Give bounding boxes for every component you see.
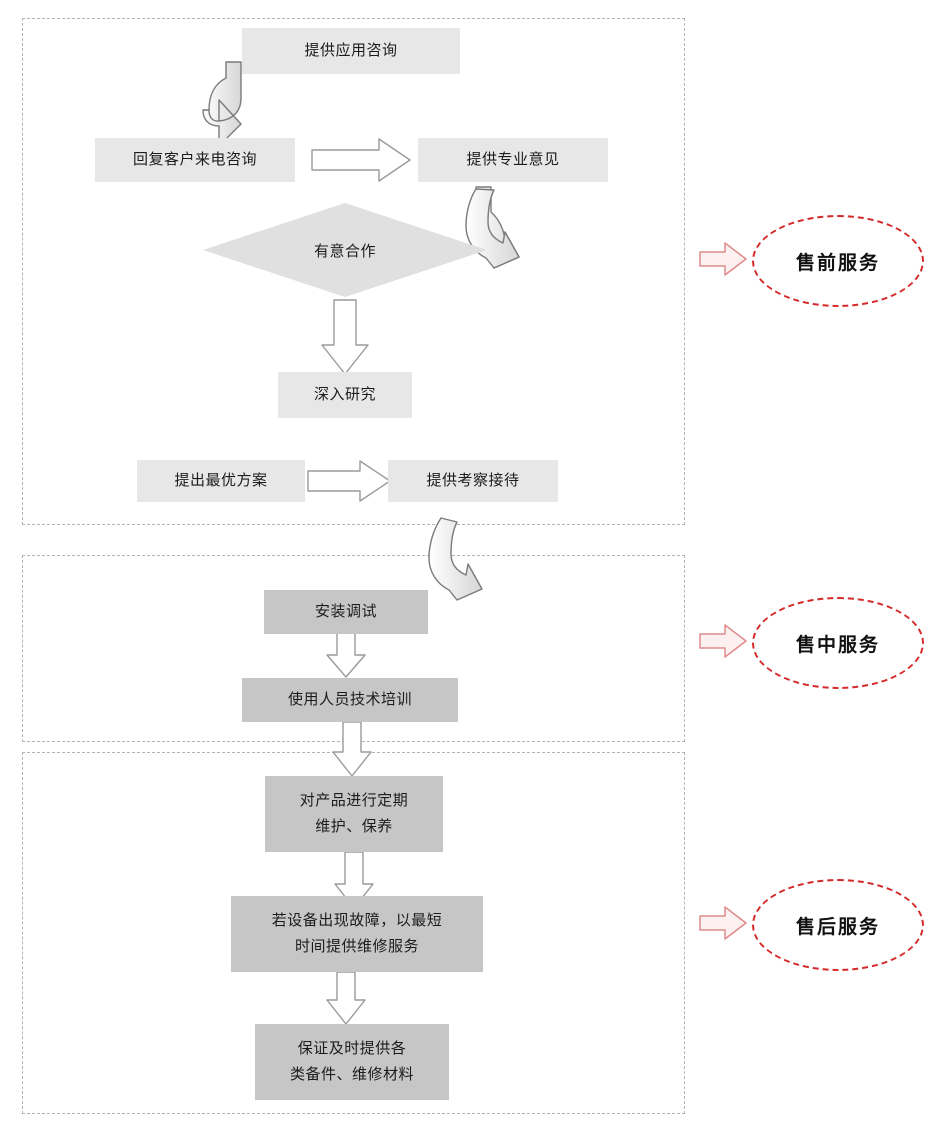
- node-in-depth-research[interactable]: 深入研究: [278, 372, 412, 418]
- node-timely-spare-parts-supply[interactable]: 保证及时提供各 类备件、维修材料: [255, 1024, 449, 1100]
- node-installation-and-commissioning[interactable]: 安装调试: [264, 590, 428, 634]
- node-propose-optimal-solution[interactable]: 提出最优方案: [137, 460, 305, 502]
- callout-right-arrow-icon: [699, 624, 747, 658]
- callout-in-sales[interactable]: 售中服务: [752, 597, 924, 689]
- callout-right-arrow-icon: [699, 906, 747, 940]
- callout-pre-sales[interactable]: 售前服务: [752, 215, 924, 307]
- node-periodic-maintenance[interactable]: 对产品进行定期 维护、保养: [265, 776, 443, 852]
- node-provide-application-consultation[interactable]: 提供应用咨询: [242, 28, 460, 74]
- callout-right-arrow-icon: [699, 242, 747, 276]
- node-operator-technical-training[interactable]: 使用人员技术培训: [242, 678, 458, 722]
- decision-label: 有意合作: [313, 242, 376, 260]
- callout-pre-sales-label: 售前服务: [795, 252, 880, 274]
- node-fast-repair-service[interactable]: 若设备出现故障，以最短 时间提供维修服务: [231, 896, 483, 972]
- node-provide-site-visit-reception[interactable]: 提供考察接待: [388, 460, 558, 502]
- section-container-pre-sales: [22, 18, 685, 525]
- node-reply-customer-call-consultation[interactable]: 回复客户来电咨询: [95, 138, 295, 182]
- callout-after-sales-label: 售后服务: [795, 916, 880, 938]
- callout-in-sales-label: 售中服务: [795, 634, 880, 656]
- node-provide-professional-advice[interactable]: 提供专业意见: [418, 138, 608, 182]
- node-decision-intent-to-cooperate[interactable]: 有意合作: [203, 203, 487, 297]
- callout-after-sales[interactable]: 售后服务: [752, 879, 924, 971]
